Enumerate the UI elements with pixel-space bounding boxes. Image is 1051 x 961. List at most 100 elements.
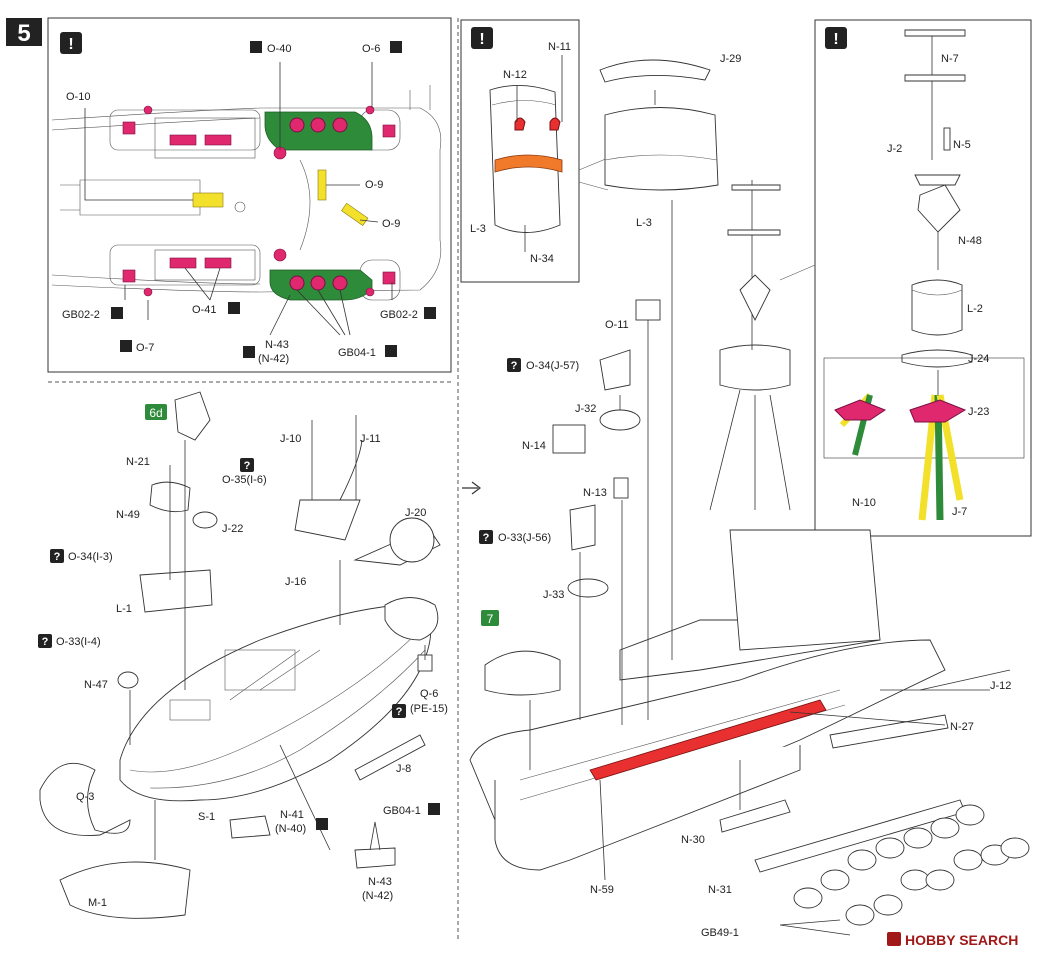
labels-right: J-29 L-3 O-11 ? O-34(J-57) J-32 N-14 N-1… [479,53,1011,939]
arrow-icon [316,818,328,830]
svg-text:J-22: J-22 [222,523,243,535]
svg-text:J-7: J-7 [952,506,967,518]
svg-text:N-27: N-27 [950,721,974,733]
svg-text:O-33(J-56): O-33(J-56) [498,532,551,544]
arrow-icon [250,41,262,53]
svg-text:7: 7 [487,612,494,626]
svg-text:N-41: N-41 [280,809,304,821]
reference-6d: 6d [145,404,167,420]
svg-text:(N-42): (N-42) [258,353,289,365]
labels-inset-mid: N-11 N-12 L-3 N-34 [470,41,571,265]
svg-text:?: ? [511,360,518,372]
tripod-zoom [823,357,1025,521]
leaders-top-left [84,62,393,336]
warning-badge: ! [60,32,82,54]
svg-text:O-6: O-6 [362,43,380,55]
svg-text:GB02-2: GB02-2 [380,309,418,321]
question-icon [392,704,406,718]
svg-text:GB04-1: GB04-1 [383,805,421,817]
svg-text:N-12: N-12 [503,69,527,81]
mast-assembly [901,29,973,395]
svg-text:O-11: O-11 [605,319,629,331]
left-parts [39,391,441,919]
svg-text:O-10: O-10 [66,91,90,103]
callout-lines [578,157,609,191]
turret-wheels [793,804,1030,926]
svg-text:O-41: O-41 [192,304,216,316]
svg-text:N-49: N-49 [116,509,140,521]
svg-text:?: ? [42,636,49,648]
svg-text:N-11: N-11 [548,41,571,53]
warning-badge: ! [471,27,493,49]
svg-text:(N-40): (N-40) [275,823,306,835]
svg-text:L-3: L-3 [470,223,486,235]
leaders-left [129,415,426,860]
svg-text:!: ! [68,36,73,53]
svg-text:N-47: N-47 [84,679,108,691]
arrow-icon [385,345,397,357]
svg-text:O-34(J-57): O-34(J-57) [526,360,579,372]
svg-text:J-20: J-20 [405,507,426,519]
labels-inset-right: N-7 N-5 J-2 N-48 L-2 J-24 J-23 N-10 J-7 [852,53,989,518]
funnel-l3-inset [489,55,563,252]
question-icon [50,549,64,563]
svg-text:5: 5 [17,20,30,47]
svg-text:O-35(I-6): O-35(I-6) [222,474,267,486]
leaders-right [529,90,990,936]
arrow-icon [243,346,255,358]
labels-left: N-21 ? O-35(I-6) N-49 J-22 ? O-34(I-3) L… [38,433,448,909]
step-badge: 5 [6,18,42,47]
svg-text:O-9: O-9 [365,179,383,191]
svg-text:J-33: J-33 [543,589,564,601]
svg-text:S-1: S-1 [198,811,215,823]
svg-text:L-3: L-3 [636,217,652,229]
labels-top-left: O-40 O-6 O-10 O-9 O-9 GB02-2 GB02-2 O-7 … [62,41,436,365]
svg-text:O-34(I-3): O-34(I-3) [68,551,113,563]
svg-text:N-48: N-48 [958,235,982,247]
svg-text:J-10: J-10 [280,433,301,445]
svg-text:N-5: N-5 [953,139,971,151]
svg-text:N-14: N-14 [522,440,546,452]
svg-text:N-7: N-7 [941,53,959,65]
svg-text:!: ! [479,31,484,48]
svg-text:Q-6: Q-6 [420,688,438,700]
svg-text:N-30: N-30 [681,834,705,846]
svg-text:GB04-1: GB04-1 [338,347,376,359]
svg-text:?: ? [54,551,61,563]
question-icon [240,458,254,472]
svg-text:J-12: J-12 [990,680,1011,692]
svg-text:O-7: O-7 [136,342,154,354]
svg-text:(N-42): (N-42) [362,890,393,902]
deck-outline [51,85,442,301]
arrow-icon [428,803,440,815]
detail-box-mast [814,19,1032,537]
svg-text:L-1: L-1 [116,603,132,615]
svg-text:N-10: N-10 [852,497,876,509]
svg-text:N-31: N-31 [708,884,732,896]
svg-text:O-33(I-4): O-33(I-4) [56,636,101,648]
svg-text:O-9: O-9 [382,218,400,230]
svg-text:HOBBY SEARCH: HOBBY SEARCH [905,932,1018,948]
svg-text:O-40: O-40 [267,43,291,55]
svg-text:6d: 6d [149,406,162,420]
green-part-upper [264,111,373,151]
svg-text:Q-3: Q-3 [76,791,94,803]
left-hull [119,604,432,802]
svg-text:M-1: M-1 [88,897,107,909]
svg-text:N-43: N-43 [368,876,392,888]
detail-box-deck [47,17,452,373]
svg-text:GB49-1: GB49-1 [701,927,739,939]
question-icon [38,634,52,648]
svg-text:L-2: L-2 [967,303,983,315]
callout-lines [779,264,816,281]
flow-arrow-icon [462,481,481,495]
arrow-icon [390,41,402,53]
warning-badge: ! [825,27,847,49]
detail-box-funnel [460,19,580,283]
yellow-parts [192,169,369,226]
question-icon [479,530,493,544]
svg-text:J-23: J-23 [968,406,989,418]
green-part-lower [269,269,373,301]
svg-text:J-8: J-8 [396,763,411,775]
